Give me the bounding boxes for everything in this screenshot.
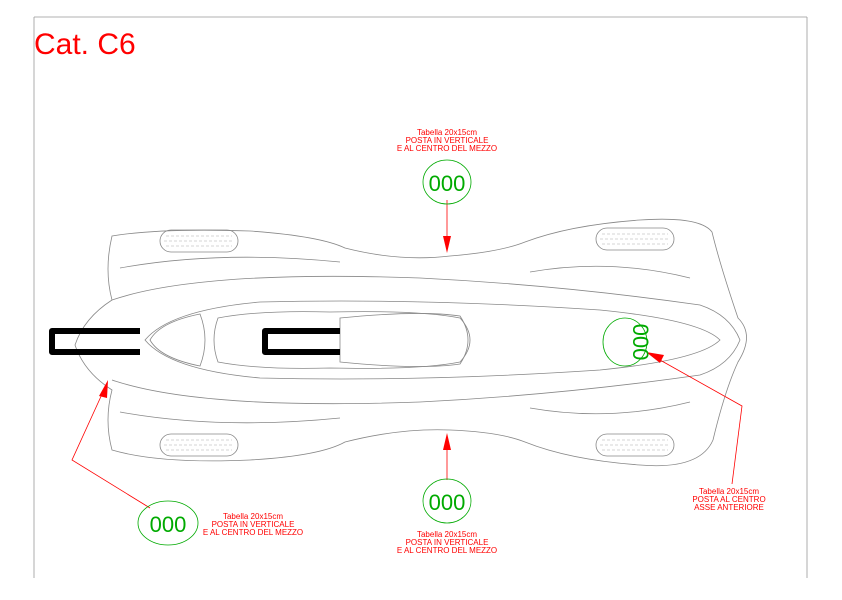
note-nose-line1: Tabella 20x15cm [698, 487, 760, 496]
cockpit-opening [213, 311, 471, 369]
note-nose: Tabella 20x15cm POSTA AL CENTRO ASSE ANT… [674, 488, 784, 512]
upper-front-curve [529, 265, 691, 279]
roll-bar [262, 328, 340, 355]
arrow-left [71, 380, 151, 509]
note-bottom-line1: Tabella 20x15cm [416, 530, 478, 539]
category-title: Cat. C6 [34, 28, 136, 61]
note-bottom-line3: E AL CENTRO DEL MEZZO [396, 546, 498, 555]
note-left-line1: Tabella 20x15cm [222, 512, 284, 521]
upper-fender-curve [119, 256, 341, 269]
rear-cowl [149, 313, 206, 367]
vehicle-body-outline [74, 218, 747, 467]
plate-nose-number: 000 [628, 324, 653, 361]
wheel-front-top [595, 227, 675, 251]
arrow-nose [646, 352, 743, 485]
note-top-line3: E AL CENTRO DEL MEZZO [396, 144, 498, 153]
fuselage-inner-line [111, 275, 741, 405]
wheel-front-bottom [595, 433, 675, 457]
note-top: Tabella 20x15cm POSTA IN VERTICALE E AL … [390, 129, 504, 153]
wheel-rear-bottom [159, 433, 239, 457]
plate-bottom: 000 [422, 478, 472, 524]
note-top-line1: Tabella 20x15cm [416, 128, 478, 137]
lower-fender-curve [119, 411, 341, 424]
wheel-rear-top [159, 229, 239, 253]
arrow-top [443, 200, 451, 253]
rear-push-bar [49, 328, 140, 355]
plate-bottom-number: 000 [429, 490, 466, 515]
headrest [339, 313, 469, 367]
note-bottom-line2: POSTA IN VERTICALE [405, 538, 489, 547]
note-top-line2: POSTA IN VERTICALE [405, 136, 489, 145]
plate-top: 000 [422, 159, 472, 205]
plate-top-number: 000 [429, 171, 466, 196]
note-nose-line3: ASSE ANTERIORE [694, 503, 764, 512]
plate-left-number: 000 [150, 512, 187, 537]
plate-nose: 000 [602, 317, 653, 367]
note-left-line3: E AL CENTRO DEL MEZZO [202, 528, 304, 537]
fuselage-center-line [144, 300, 721, 380]
lower-front-curve [529, 401, 691, 415]
note-left-line2: POSTA IN VERTICALE [211, 520, 295, 529]
note-nose-line2: POSTA AL CENTRO [692, 495, 766, 504]
arrow-bottom [443, 433, 451, 480]
plate-left: 000 [137, 500, 199, 546]
note-left: Tabella 20x15cm POSTA IN VERTICALE E AL … [196, 513, 310, 537]
note-bottom: Tabella 20x15cm POSTA IN VERTICALE E AL … [390, 531, 504, 555]
